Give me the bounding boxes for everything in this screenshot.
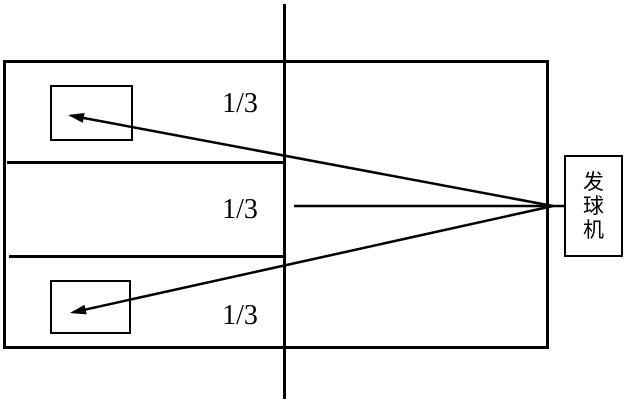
zone-label-bottom: 1/3 xyxy=(222,300,258,331)
center-net-line xyxy=(283,4,286,399)
arrowhead-top-icon xyxy=(68,113,85,123)
serve-line-bottom xyxy=(72,204,554,314)
serving-machine-label: 发球机 xyxy=(583,170,604,242)
target-box-top xyxy=(50,85,133,141)
zone-divider-top xyxy=(7,161,285,164)
target-box-bottom xyxy=(50,280,131,334)
serve-line-top xyxy=(70,114,554,208)
zone-divider-bottom xyxy=(9,255,285,258)
zone-label-top: 1/3 xyxy=(222,88,258,119)
serving-machine-box: 发球机 xyxy=(564,155,623,257)
arrowhead-bottom-icon xyxy=(70,304,87,315)
zone-label-middle: 1/3 xyxy=(222,194,258,225)
